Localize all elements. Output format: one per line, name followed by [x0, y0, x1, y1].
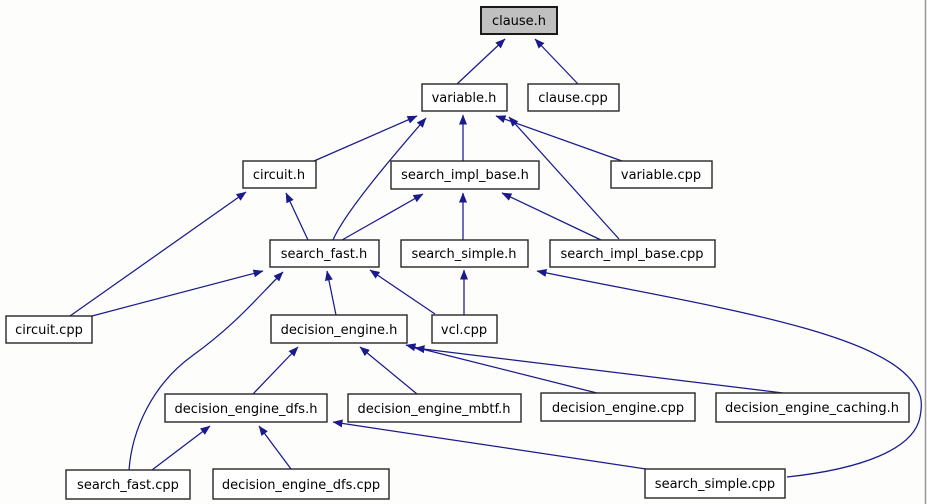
node-variable-h[interactable]: variable.h: [421, 83, 508, 112]
edge-decision-engine-h-to-search-fast-h: [324, 270, 337, 316]
edge-vcl-cpp-to-search-fast-h: [369, 269, 436, 315]
node-box: [610, 160, 713, 189]
node-label: search_simple.cpp: [655, 477, 775, 492]
edge-search-fast-h-to-circuit-h: [285, 192, 309, 241]
node-box: [549, 239, 716, 268]
node-box: [347, 393, 522, 423]
node-box: [400, 239, 529, 268]
node-box: [431, 314, 498, 344]
edge-search-fast-h-to-search-impl-base-h: [341, 193, 424, 241]
node-label: variable.cpp: [621, 168, 701, 183]
node-label: search_impl_base.cpp: [560, 247, 703, 262]
node-decision-engine-caching-h[interactable]: decision_engine_caching.h: [715, 392, 910, 423]
edge-decision-engine-dfs-cpp-to-decision-engine-dfs-h: [258, 425, 292, 470]
node-label: clause.h: [492, 14, 546, 29]
edge-search-fast-h-to-variable-h: [332, 117, 427, 241]
node-decision-engine-mbtf-h[interactable]: decision_engine_mbtf.h: [347, 393, 522, 423]
node-box: [390, 160, 540, 190]
node-box: [527, 83, 620, 112]
node-box: [5, 315, 93, 344]
node-vcl-cpp[interactable]: vcl.cpp: [431, 314, 498, 344]
node-decision-engine-cpp[interactable]: decision_engine.cpp: [540, 392, 696, 422]
node-box: [715, 392, 910, 423]
node-box: [269, 239, 380, 268]
node-label: decision_engine.h: [281, 323, 398, 338]
edge-clause-cpp-to-clause-h: [534, 38, 579, 85]
node-label: search_impl_base.h: [401, 168, 529, 183]
node-variable-cpp[interactable]: variable.cpp: [610, 160, 713, 189]
node-label: search_simple.h: [412, 247, 517, 262]
node-search-fast-h[interactable]: search_fast.h: [269, 239, 380, 268]
node-search-fast-cpp[interactable]: search_fast.cpp: [65, 469, 191, 500]
node-decision-engine-dfs-cpp[interactable]: decision_engine_dfs.cpp: [212, 468, 390, 500]
edge-search-impl-base-cpp-to-search-impl-base-h: [501, 192, 602, 241]
node-decision-engine-dfs-h[interactable]: decision_engine_dfs.h: [164, 393, 328, 423]
node-label: variable.h: [432, 91, 497, 106]
node-circuit-cpp[interactable]: circuit.cpp: [5, 315, 93, 344]
node-box: [164, 393, 328, 423]
node-box: [212, 468, 390, 500]
edge-layer: [69, 38, 922, 478]
node-clause-h[interactable]: clause.h: [480, 6, 558, 35]
node-box: [270, 314, 408, 344]
node-label: clause.cpp: [538, 91, 608, 106]
edge-circuit-cpp-to-circuit-h: [69, 191, 247, 317]
node-search-impl-base-cpp[interactable]: search_impl_base.cpp: [549, 239, 716, 268]
node-layer: clause.h variable.h clause.cpp circuit.h…: [5, 6, 910, 500]
edge-search-fast-cpp-to-decision-engine-dfs-h: [151, 425, 211, 471]
edge-decision-engine-caching-h-to-decision-engine-h: [414, 345, 784, 394]
node-label: circuit.h: [253, 168, 305, 183]
edge-search-fast-cpp-to-search-fast-h: [128, 271, 284, 471]
node-label: circuit.cpp: [15, 323, 83, 338]
edge-search-simple-cpp-to-search-simple-h: [536, 268, 922, 478]
node-search-simple-cpp[interactable]: search_simple.cpp: [644, 468, 786, 499]
edge-decision-engine-mbtf-h-to-decision-engine-h: [359, 346, 418, 395]
edge-variable-h-to-clause-h: [456, 38, 506, 85]
node-label: search_fast.cpp: [77, 478, 179, 493]
node-label: vcl.cpp: [441, 323, 487, 338]
node-label: decision_engine_dfs.cpp: [222, 478, 380, 493]
node-box: [480, 6, 558, 35]
edge-search-simple-cpp-to-decision-engine-dfs-h: [332, 419, 647, 470]
node-search-impl-base-h[interactable]: search_impl_base.h: [390, 160, 540, 190]
edge-circuit-cpp-to-search-fast-h: [91, 269, 264, 317]
node-decision-engine-h[interactable]: decision_engine.h: [270, 314, 408, 344]
node-circuit-h[interactable]: circuit.h: [242, 160, 317, 189]
node-label: decision_engine.cpp: [552, 401, 684, 416]
node-box: [242, 160, 317, 189]
edge-decision-engine-dfs-h-to-decision-engine-h: [252, 346, 299, 395]
edge-circuit-h-to-variable-h: [313, 115, 418, 162]
node-box: [65, 469, 191, 500]
node-box: [644, 468, 786, 499]
node-label: decision_engine_caching.h: [725, 401, 899, 416]
node-box: [421, 83, 508, 112]
edge-decision-engine-cpp-to-decision-engine-h: [405, 343, 598, 394]
node-clause-cpp[interactable]: clause.cpp: [527, 83, 620, 112]
node-search-simple-h[interactable]: search_simple.h: [400, 239, 529, 268]
node-label: decision_engine_dfs.h: [175, 402, 318, 417]
node-label: search_fast.h: [281, 247, 367, 262]
node-box: [540, 392, 696, 422]
edge-search-impl-base-cpp-to-variable-h: [508, 116, 620, 240]
node-label: decision_engine_mbtf.h: [358, 402, 511, 417]
